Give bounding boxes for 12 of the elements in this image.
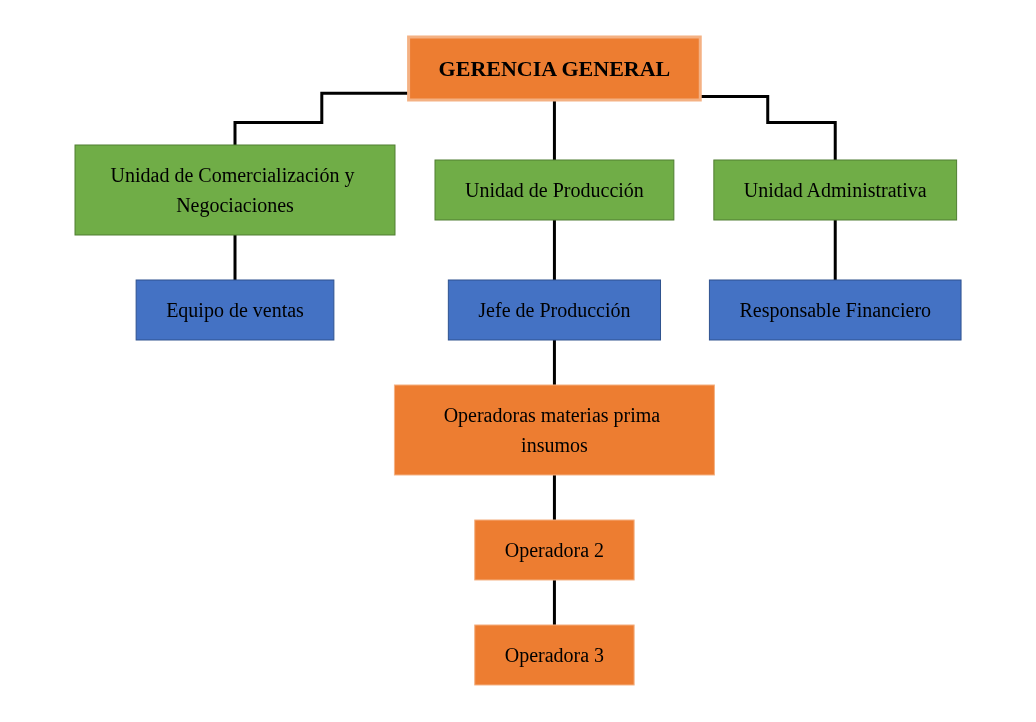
node-box: Responsable Financiero [708,279,962,341]
node-box: Equipo de ventas [135,279,335,341]
node-box: Unidad Administrativa [713,159,958,221]
node-box: Operadora 3 [474,624,635,686]
node-box: Unidad de Producción [434,159,675,221]
node-box: GERENCIA GENERAL [407,35,702,102]
node-box: Operadora 2 [474,519,635,581]
connector [700,95,837,162]
node-box: Unidad de Comercialización y Negociaciones [74,144,396,236]
node-box: Operadoras materias prima insumos [393,384,715,476]
node-box: Jefe de Producción [447,279,661,341]
connector [233,91,409,147]
